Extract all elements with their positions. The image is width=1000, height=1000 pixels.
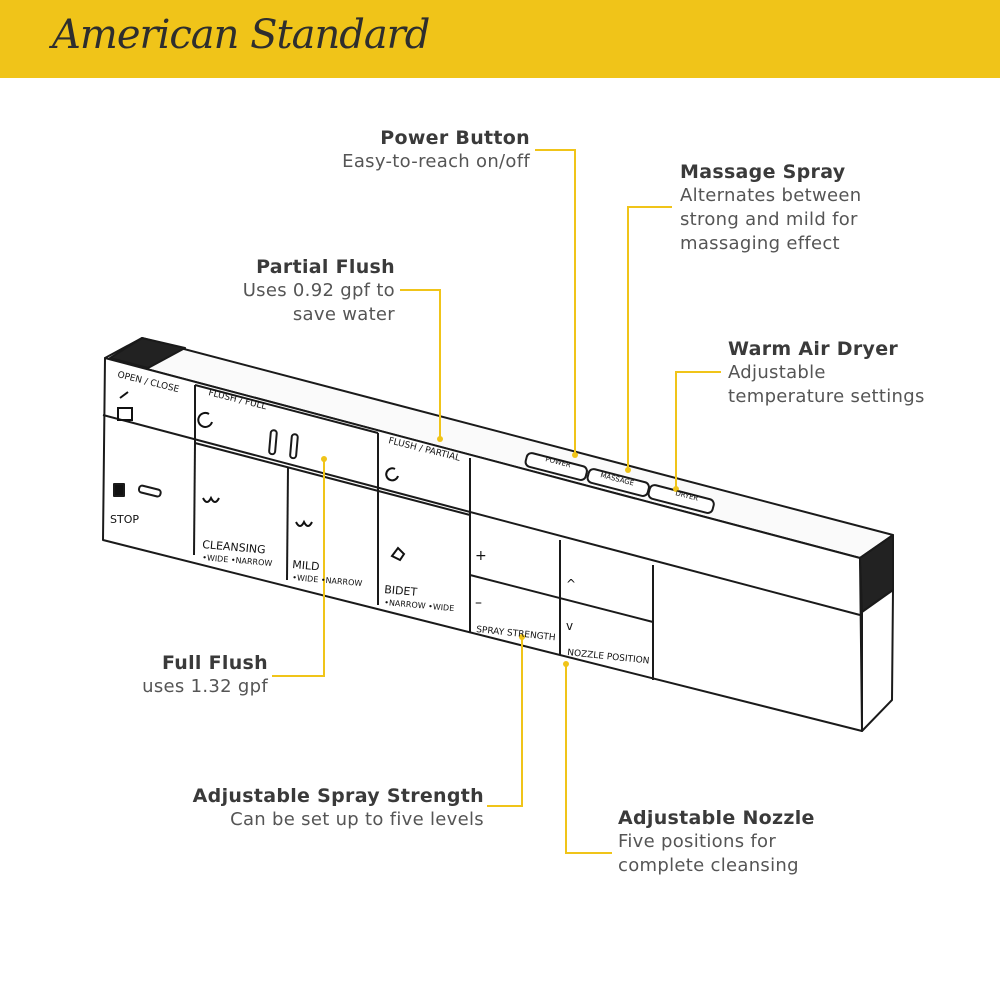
callout-partial: Partial Flush Uses 0.92 gpf to save wate… [195,255,395,327]
cleansing-label: CLEANSING [202,538,266,556]
bidet-icon [390,546,406,562]
callout-spray-desc: Can be set up to five levels [230,809,484,830]
callout-spray-title: Adjustable Spray Strength [192,785,484,807]
callout-partial-title: Partial Flush [256,256,395,278]
stop-label: STOP [110,513,139,526]
callout-dryer-desc-1: Adjustable [728,362,826,383]
cleansing-icon [202,495,220,503]
bidet-label: BIDET [384,583,418,599]
callout-massage-desc-1: Alternates between [680,185,862,206]
callout-power-title: Power Button [380,127,530,149]
callout-dryer-title: Warm Air Dryer [728,338,899,360]
mild-label: MILD [292,558,320,573]
callout-nozzle: Adjustable Nozzle Five positions for com… [618,806,858,878]
callout-dryer: Warm Air Dryer Adjustable temperature se… [728,337,968,409]
callout-full-desc: uses 1.32 gpf [142,676,268,697]
callout-nozzle-title: Adjustable Nozzle [618,807,815,829]
brand-logo: American Standard [52,12,430,58]
callout-dryer-desc-2: temperature settings [728,386,925,407]
mild-icon [295,519,313,527]
brand-banner: American Standard [0,0,1000,78]
callout-massage-desc-3: massaging effect [680,233,840,254]
swirl-partial-icon [385,467,399,482]
callout-spray: Adjustable Spray Strength Can be set up … [180,784,484,832]
down-label: v [566,619,573,633]
callout-power-desc: Easy-to-reach on/off [342,151,530,172]
callout-massage-desc-2: strong and mild for [680,209,858,230]
callout-full-title: Full Flush [161,652,268,674]
minus-label: – [475,595,482,611]
callout-partial-desc-2: save water [292,304,395,325]
callout-full: Full Flush uses 1.32 gpf [98,651,268,699]
callout-nozzle-desc-1: Five positions for [618,831,777,852]
callout-massage-title: Massage Spray [680,161,846,183]
up-label: ^ [566,577,576,591]
callout-nozzle-desc-2: complete cleansing [618,855,799,876]
callout-massage: Massage Spray Alternates between strong … [680,160,920,256]
seat-icon [117,391,133,421]
plus-label: + [475,548,487,564]
callout-power: Power Button Easy-to-reach on/off [300,126,530,174]
swirl-icon [197,411,213,428]
callout-partial-desc-1: Uses 0.92 gpf to [242,280,395,301]
